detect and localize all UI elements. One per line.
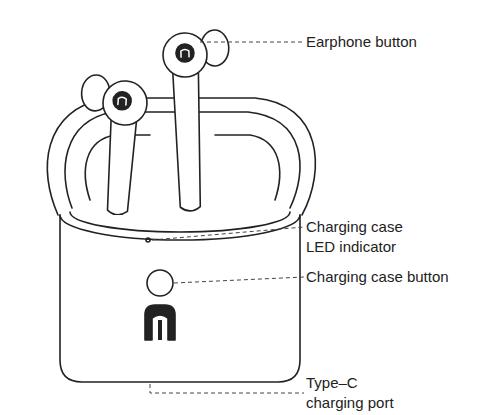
leader-line — [152, 227, 304, 240]
callout-label: Earphone button — [306, 32, 486, 52]
case-rim-inner — [70, 212, 290, 232]
callout-label: Charging case button — [306, 267, 491, 287]
case-rim — [60, 215, 300, 240]
leader-line — [200, 42, 304, 43]
leader-line — [174, 277, 304, 283]
case-button — [147, 270, 173, 296]
cradle-slot — [215, 135, 280, 200]
callout-label: Type–C charging port — [306, 373, 404, 413]
brand-logo-stem — [158, 320, 162, 340]
case-body — [60, 215, 300, 382]
callout-label: Charging case LED indicator — [306, 217, 416, 257]
leader-line — [150, 384, 304, 393]
led-dot — [146, 238, 150, 242]
brand-logo — [145, 305, 175, 340]
left-earbud — [73, 74, 148, 216]
right-earbud — [162, 29, 234, 211]
